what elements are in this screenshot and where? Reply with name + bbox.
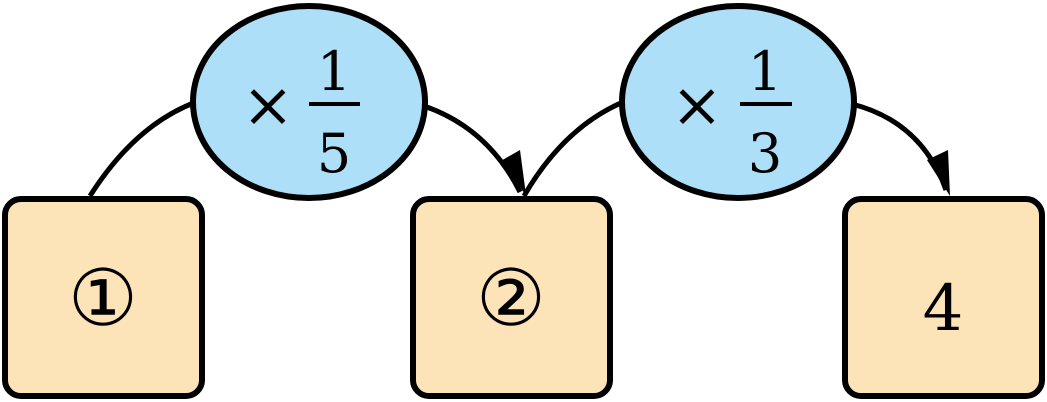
operator-node-2: × 1 3 [619,3,857,201]
box-label-2: ② [476,254,546,344]
operator-symbol-1: × [242,68,294,141]
operator-numerator-2: 1 [748,40,782,103]
value-box-3: 4 [842,196,1045,399]
operator-denominator-2: 3 [748,122,782,185]
operator-symbol-2: × [671,68,723,141]
operator-numerator-1: 1 [317,40,351,103]
arrow-segment-in-1 [87,99,197,198]
value-box-2: ② [410,196,613,399]
box-label-1: ① [68,254,138,344]
operator-denominator-1: 5 [317,122,351,185]
arrowhead-2 [927,150,950,196]
arrow-segment-in-2 [521,97,629,198]
arrow-segment-out-2 [851,101,949,191]
arrow-segment-out-1 [423,103,523,194]
box-label-3: 4 [923,272,964,346]
arrowhead-1 [499,150,526,195]
value-box-1: ① [2,196,205,399]
operator-node-1: × 1 5 [190,3,428,201]
